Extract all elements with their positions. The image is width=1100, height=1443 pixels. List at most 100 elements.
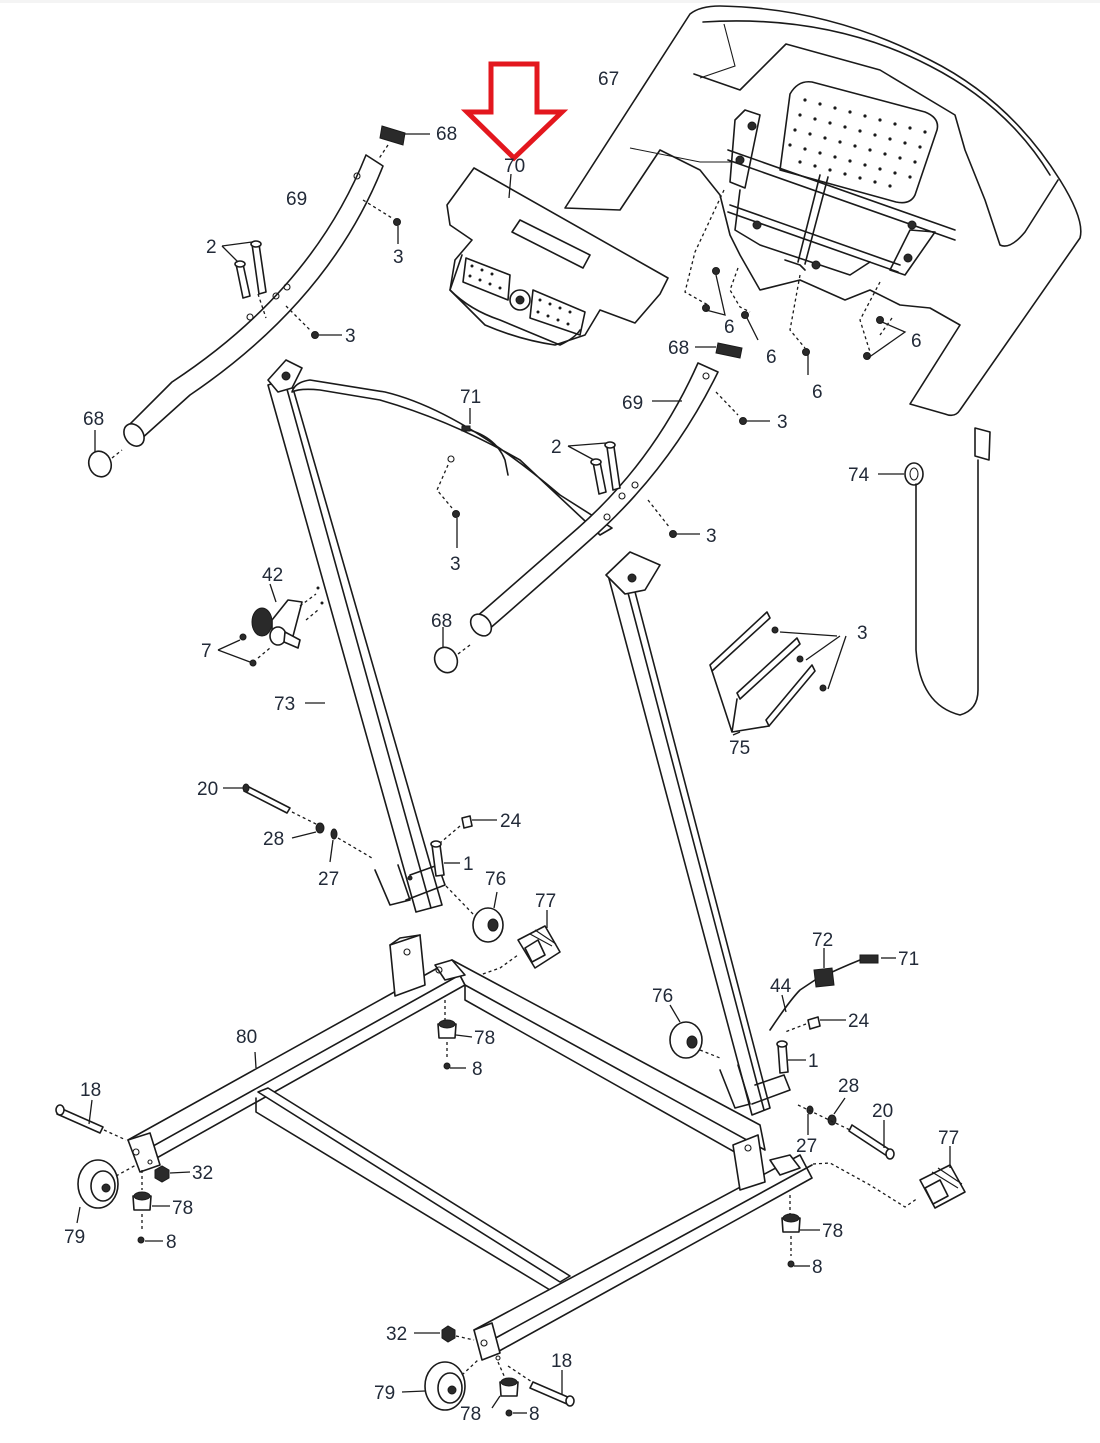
label-part-3: 3 — [777, 412, 788, 433]
label-part-67: 67 — [598, 69, 619, 90]
part-72-44-71-wire-harness — [769, 948, 896, 1031]
label-part-1: 1 — [463, 854, 474, 875]
part-77-bumper-right — [812, 1146, 966, 1209]
label-part-28: 28 — [263, 829, 284, 850]
label-part-6: 6 — [766, 347, 777, 368]
label-part-18: 18 — [80, 1080, 101, 1101]
label-part-3: 3 — [345, 326, 356, 347]
label-part-24: 24 — [500, 811, 522, 832]
label-part-72: 72 — [812, 930, 833, 951]
part-74-safety-key-cord — [878, 427, 991, 716]
label-part-27: 27 — [796, 1136, 817, 1157]
part-78-8-right — [781, 1195, 820, 1268]
part-77-bumper-left — [454, 910, 561, 976]
part-2-bolts-left — [221, 240, 267, 319]
label-part-8: 8 — [472, 1059, 483, 1080]
label-part-3: 3 — [857, 623, 868, 644]
label-part-78: 78 — [822, 1221, 843, 1242]
part-71-wire-top — [461, 408, 509, 476]
part-28-27-20-right — [797, 1097, 895, 1160]
part-79-wheel-left — [76, 1159, 137, 1224]
part-28-27-washers-left — [291, 822, 373, 863]
part-73-right-upright — [605, 551, 791, 1116]
label-part-80: 80 — [236, 1027, 257, 1048]
part-70-leader — [508, 173, 512, 199]
label-part-69: 69 — [622, 393, 643, 414]
label-part-70[interactable]: 70 — [504, 156, 525, 177]
part-78-8-center — [437, 1000, 473, 1070]
highlight-arrow-icon — [460, 61, 569, 162]
part-3-screws-left — [285, 199, 401, 339]
part-68-end-cap-center — [433, 627, 471, 674]
part-32-nut-left — [154, 1165, 191, 1183]
part-6-screw-paths — [684, 189, 893, 353]
label-part-68: 68 — [83, 409, 104, 430]
part-2-bolts-right — [567, 441, 621, 495]
label-part-76: 76 — [485, 869, 506, 890]
part-3-screws-right — [647, 391, 770, 538]
label-part-75: 75 — [729, 738, 750, 759]
part-73-left-upright — [267, 359, 446, 913]
label-part-71: 71 — [460, 387, 481, 408]
label-part-73: 73 — [274, 694, 295, 715]
part-78-8-bottom — [491, 1361, 527, 1417]
part-68-end-cap-top-left — [377, 125, 430, 161]
part-24-screw-right — [784, 1016, 846, 1033]
part-6-screws — [702, 267, 884, 360]
label-part-42: 42 — [262, 565, 283, 586]
part-70-console — [446, 167, 669, 346]
label-part-68: 68 — [431, 611, 452, 632]
part-69-right-handlebar — [469, 362, 719, 637]
label-part-28: 28 — [838, 1076, 859, 1097]
label-part-32: 32 — [192, 1163, 213, 1184]
part-18-axle-right — [507, 1365, 575, 1407]
label-part-20: 20 — [872, 1101, 893, 1122]
part-67-console-hood — [564, 5, 1082, 417]
label-part-6: 6 — [724, 317, 735, 338]
label-part-1: 1 — [808, 1051, 819, 1072]
part-24-screw-left — [439, 815, 497, 844]
label-part-78: 78 — [172, 1198, 193, 1219]
part-6-leaders — [705, 274, 907, 375]
label-part-76: 76 — [652, 986, 673, 1007]
label-part-68: 68 — [436, 124, 457, 145]
label-part-18: 18 — [551, 1351, 572, 1372]
label-part-7: 7 — [201, 641, 212, 662]
label-part-68: 68 — [668, 338, 689, 359]
part-76-roller-right — [669, 1004, 721, 1059]
part-69-left-handlebar — [123, 154, 384, 447]
part-18-axle-left — [55, 1099, 127, 1141]
label-part-2: 2 — [551, 437, 562, 458]
label-part-74: 74 — [848, 465, 870, 486]
part-42-bracket — [251, 583, 319, 649]
part-80-base-frame — [127, 934, 813, 1361]
label-part-77: 77 — [938, 1128, 959, 1149]
upright-crossbar — [291, 379, 613, 548]
label-part-69: 69 — [286, 189, 307, 210]
label-part-79: 79 — [374, 1383, 395, 1404]
part-68-end-cap-left — [87, 430, 123, 478]
label-part-6: 6 — [812, 382, 823, 403]
label-part-24: 24 — [848, 1011, 870, 1032]
speaker-grille-dots — [788, 98, 927, 188]
part-1-pin-left — [430, 840, 460, 877]
part-79-wheel-right — [401, 1359, 479, 1411]
part-68-end-cap-right-top — [695, 342, 743, 359]
part-78-8-left — [132, 1170, 170, 1244]
label-part-32: 32 — [386, 1324, 407, 1345]
label-part-8: 8 — [529, 1404, 540, 1425]
label-part-77: 77 — [535, 891, 556, 912]
part-number-labels: 67 68 70 69 2 3 3 68 6 6 6 6 68 69 3 71 … — [64, 69, 959, 1425]
label-part-3: 3 — [393, 247, 404, 268]
label-part-27: 27 — [318, 869, 339, 890]
top-edge-strip — [0, 0, 1100, 3]
label-part-78: 78 — [460, 1404, 481, 1425]
part-7-screws — [217, 633, 271, 667]
label-part-8: 8 — [812, 1257, 823, 1278]
label-part-3: 3 — [706, 526, 717, 547]
label-part-6: 6 — [911, 331, 922, 352]
part-20-bolt-left — [223, 783, 319, 826]
label-part-71: 71 — [898, 949, 919, 970]
part-1-pin-right — [776, 1040, 806, 1074]
